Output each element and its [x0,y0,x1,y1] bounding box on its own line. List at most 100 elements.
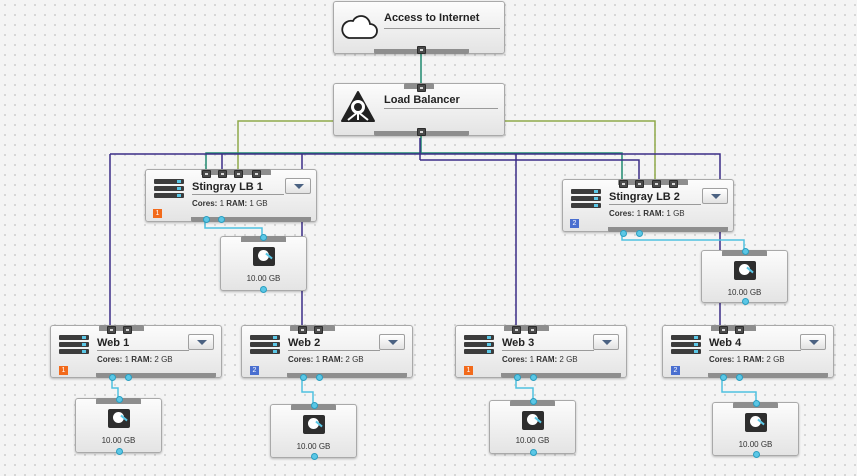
hard-disk-icon [744,413,767,432]
disk-connector[interactable] [260,234,267,241]
port-icon[interactable] [669,180,678,188]
bottom-bar [287,373,407,378]
disk-connector[interactable] [116,448,123,455]
options-dropdown[interactable] [800,334,826,350]
port-icon[interactable] [719,326,728,334]
disk-connector[interactable] [530,374,537,381]
port-icon[interactable] [635,180,644,188]
disk-connector[interactable] [742,248,749,255]
disk-node[interactable]: 10.00 GB [220,234,307,293]
stingray-lb-1-node[interactable]: Stingray LB 1 Cores: 1 RAM: 1 GB 1 [145,169,317,223]
web-1-specs: Cores: 1 RAM: 2 GB [97,355,173,364]
stingray-lb-2-badge: 2 [570,219,579,228]
port-icon[interactable] [314,326,323,334]
hard-disk-icon [107,409,130,428]
web-1-title: Web 1 [97,337,130,349]
disk-connector[interactable] [300,374,307,381]
disk-connector[interactable] [620,230,627,237]
port-icon[interactable] [123,326,132,334]
disk-connector[interactable] [514,374,521,381]
port-icon[interactable] [619,180,628,188]
disk-connector[interactable] [316,374,323,381]
load-balancer-title: Load Balancer [384,94,460,106]
port-icon[interactable] [417,84,426,92]
load-balancer-node[interactable]: Load Balancer [333,83,505,136]
divider [97,350,189,351]
options-dropdown[interactable] [285,178,311,194]
disk-node[interactable]: 10.00 GB [712,400,799,458]
wire-disk-web4 [721,378,757,402]
web-2-badge: 2 [250,366,259,375]
top-bar [711,325,756,331]
divider [192,194,284,195]
wire-disk-lb1 [204,221,263,236]
disk-connector[interactable] [753,451,760,458]
server-icon [671,335,701,357]
disk-connector[interactable] [753,400,760,407]
disk-connector[interactable] [116,396,123,403]
disk-connector[interactable] [203,216,210,223]
disk-connector[interactable] [742,298,749,305]
web-1-node[interactable]: Web 1 Cores: 1 RAM: 2 GB 1 [50,325,222,381]
port-icon[interactable] [252,170,261,178]
web-3-badge: 1 [464,366,473,375]
port-icon[interactable] [652,180,661,188]
disk-size: 10.00 GB [738,440,773,449]
disk-connector[interactable] [311,453,318,460]
internet-node[interactable]: Access to Internet [333,1,505,54]
web-3-specs: Cores: 1 RAM: 2 GB [502,355,578,364]
bottom-bar [96,373,216,378]
web-2-node[interactable]: Web 2 Cores: 1 RAM: 2 GB 2 [241,325,413,381]
disk-connector[interactable] [311,402,318,409]
disk-connector[interactable] [530,398,537,405]
port-icon[interactable] [417,46,426,54]
disk-node[interactable]: 10.00 GB [489,398,576,456]
divider [384,28,500,29]
hard-disk-icon [252,247,275,266]
web-4-badge: 2 [671,366,680,375]
wire-disk-web1 [111,378,119,398]
port-icon[interactable] [735,326,744,334]
port-icon[interactable] [512,326,521,334]
disk-connector[interactable] [636,230,643,237]
web-4-node[interactable]: Web 4 Cores: 1 RAM: 2 GB 2 [662,325,834,381]
options-dropdown[interactable] [188,334,214,350]
top-bar [99,325,144,331]
disk-connector[interactable] [260,286,267,293]
bottom-bar [708,373,828,378]
disk-node[interactable]: 10.00 GB [270,402,357,460]
disk-connector[interactable] [736,374,743,381]
disk-connector[interactable] [720,374,727,381]
disk-node[interactable]: 10.00 GB [75,396,162,455]
port-icon[interactable] [528,326,537,334]
server-icon [250,335,280,357]
web-4-specs: Cores: 1 RAM: 2 GB [709,355,785,364]
disk-connector[interactable] [125,374,132,381]
port-icon[interactable] [202,170,211,178]
options-dropdown[interactable] [702,188,728,204]
hard-disk-icon [733,261,756,280]
disk-connector[interactable] [530,449,537,456]
disk-node[interactable]: 10.00 GB [701,248,788,305]
hard-disk-icon [302,415,325,434]
server-icon [154,179,184,201]
bottom-bar [501,373,621,378]
divider [288,350,380,351]
disk-connector[interactable] [218,216,225,223]
port-icon[interactable] [234,170,243,178]
options-dropdown[interactable] [593,334,619,350]
stingray-lb-1-title: Stingray LB 1 [192,181,263,193]
stingray-lb-1-badge: 1 [153,209,162,218]
stingray-lb-1-specs: Cores: 1 RAM: 1 GB [192,199,268,208]
port-icon[interactable] [417,128,426,136]
server-icon [59,335,89,357]
port-icon[interactable] [298,326,307,334]
disk-connector[interactable] [109,374,116,381]
port-icon[interactable] [218,170,227,178]
stingray-lb-2-node[interactable]: Stingray LB 2 Cores: 1 RAM: 1 GB 2 [562,179,734,237]
stingray-lb-2-title: Stingray LB 2 [609,191,680,203]
web-3-node[interactable]: Web 3 Cores: 1 RAM: 2 GB 1 [455,325,627,381]
port-icon[interactable] [107,326,116,334]
top-bar [504,325,549,331]
options-dropdown[interactable] [379,334,405,350]
